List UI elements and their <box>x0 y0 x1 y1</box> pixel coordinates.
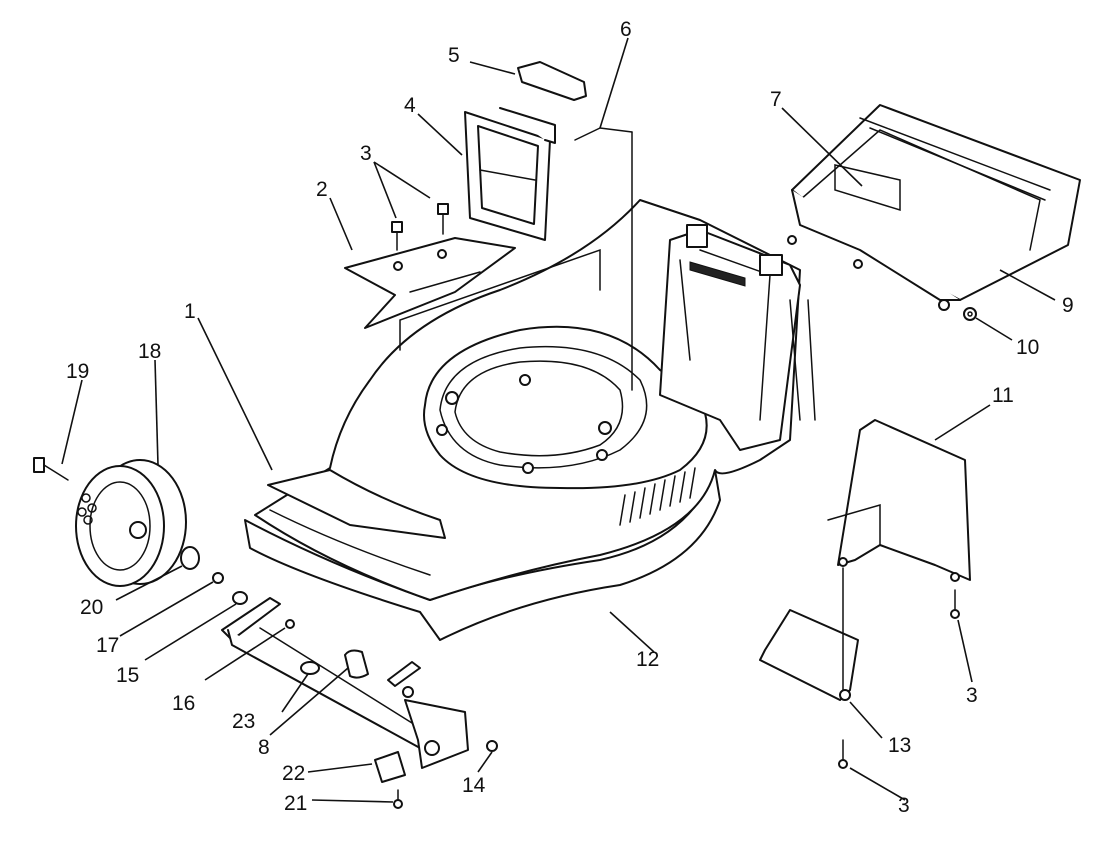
leader-lines <box>61 37 1056 803</box>
rear-cover <box>787 104 1081 311</box>
small-washer <box>212 572 224 584</box>
mower-deck <box>244 199 816 641</box>
callout-15: 15 <box>116 664 139 687</box>
hatch-frame <box>464 107 556 241</box>
callout-18: 18 <box>138 340 161 363</box>
callout-14: 14 <box>462 774 486 797</box>
callout-22: 22 <box>282 762 305 785</box>
wheel-bushing <box>180 546 200 570</box>
callout-1: 1 <box>184 300 196 323</box>
callout-4: 4 <box>404 94 416 117</box>
callout-5: 5 <box>448 44 460 67</box>
callout-3-bottom: 3 <box>898 794 910 817</box>
callout-7: 7 <box>770 88 782 111</box>
callout-11: 11 <box>992 384 1014 407</box>
cover-nut <box>963 307 977 321</box>
flat-washer <box>232 591 248 605</box>
front-deflector-plate <box>344 237 516 329</box>
callout-12: 12 <box>636 648 659 671</box>
callout-3-top: 3 <box>360 142 372 165</box>
callout-19: 19 <box>66 360 89 383</box>
callout-9: 9 <box>1062 294 1074 317</box>
deck-vent-grille <box>619 467 696 526</box>
callout-10: 10 <box>1016 336 1039 359</box>
callout-21: 21 <box>284 792 307 815</box>
latch-piece <box>517 61 587 101</box>
callout-labels: 1 2 3 3 3 4 5 6 7 8 9 10 11 12 13 14 15 … <box>66 18 1074 817</box>
lower-bracket <box>759 609 859 701</box>
callout-16: 16 <box>172 692 195 715</box>
screw-set-lower <box>838 567 960 769</box>
callout-2: 2 <box>316 178 328 201</box>
callout-8: 8 <box>258 736 270 759</box>
callout-20: 20 <box>80 596 103 619</box>
callout-6: 6 <box>620 18 632 41</box>
callout-17: 17 <box>96 634 119 657</box>
wheel-bolt <box>33 457 69 481</box>
clip-screw <box>393 789 403 809</box>
callout-13: 13 <box>888 734 911 757</box>
clip-block <box>374 751 406 783</box>
bolt-pair <box>391 203 449 251</box>
tread-pattern <box>77 493 97 525</box>
wheel <box>75 459 187 587</box>
callout-3-right: 3 <box>966 684 978 707</box>
callout-23: 23 <box>232 710 255 733</box>
side-shield <box>827 419 971 582</box>
hinge-pin <box>574 127 633 391</box>
